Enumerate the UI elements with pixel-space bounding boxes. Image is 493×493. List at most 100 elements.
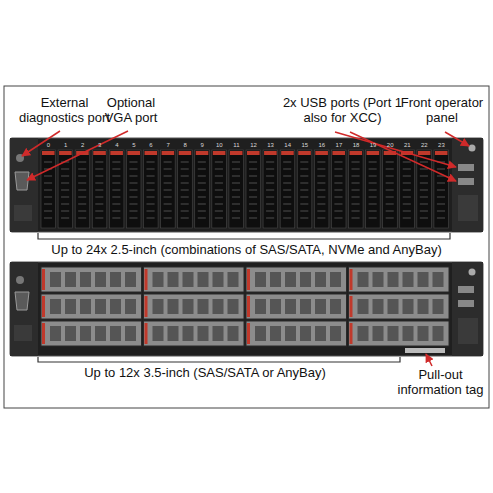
bay-grille	[283, 203, 291, 204]
drive-bay	[314, 150, 329, 228]
bay-grille	[388, 299, 399, 314]
release-tab	[42, 151, 55, 155]
bay-grille	[437, 168, 445, 169]
bay-grille	[386, 210, 394, 211]
drive-bay	[41, 294, 142, 319]
bay-grille	[213, 326, 224, 341]
bay-grille	[232, 161, 240, 162]
bay-grille	[228, 326, 239, 341]
bay-grille	[44, 175, 52, 176]
drive-bay	[331, 150, 346, 228]
bay-grille	[198, 168, 206, 169]
bay-grille	[386, 196, 394, 197]
bay-grille	[129, 182, 137, 183]
drive-bay	[246, 321, 347, 346]
bay-grille	[164, 189, 172, 190]
bay-grille	[437, 210, 445, 211]
bay-grille	[266, 182, 274, 183]
bay-grille	[352, 210, 360, 211]
bay-grille	[386, 182, 394, 183]
drive-bay	[92, 150, 107, 228]
release-tab	[179, 151, 192, 155]
bay-grille	[125, 299, 136, 314]
bay-grille	[95, 217, 103, 218]
bay-grille	[386, 175, 394, 176]
bay-grille	[283, 217, 291, 218]
bay-grille	[300, 189, 308, 190]
bay-grille	[403, 182, 411, 183]
bay-grille	[78, 182, 86, 183]
release-tab	[162, 151, 175, 155]
bay-grille	[78, 161, 86, 162]
bay-grille	[61, 189, 69, 190]
bay-grille	[352, 189, 360, 190]
bay-grille	[334, 175, 342, 176]
bay-grille	[95, 272, 106, 287]
bay-grille	[78, 196, 86, 197]
bay-grille	[181, 161, 189, 162]
bay-grille	[215, 196, 223, 197]
bay-grille	[403, 210, 411, 211]
bay-grille	[433, 272, 444, 287]
bay-grille	[153, 272, 164, 287]
bay-grille	[61, 196, 69, 197]
bay-grille	[266, 189, 274, 190]
bay-grille	[317, 161, 325, 162]
release-tab	[145, 269, 148, 290]
callout-label: Optional VGA port	[96, 96, 166, 126]
bay-grille	[403, 175, 411, 176]
bay-grille	[129, 203, 137, 204]
bay-grille	[213, 299, 224, 314]
bay-grille	[403, 196, 411, 197]
bay-number: 0	[40, 142, 57, 148]
left-ear	[10, 138, 38, 232]
bay-grille	[283, 168, 291, 169]
bay-grille	[369, 203, 377, 204]
bay-grille	[61, 182, 69, 183]
leader-line	[445, 132, 469, 146]
logo-plate	[14, 205, 32, 221]
bay-grille	[80, 326, 91, 341]
bay-number: 1	[57, 142, 74, 148]
bay-grille	[300, 168, 308, 169]
bay-number: 12	[245, 142, 262, 148]
release-tab	[418, 151, 431, 155]
bay-grille	[358, 326, 369, 341]
drive-bay	[417, 150, 432, 228]
bay-grille	[232, 175, 240, 176]
bay-number: 17	[330, 142, 347, 148]
bay-grille	[112, 196, 120, 197]
release-tab	[367, 151, 380, 155]
bay-grille	[369, 196, 377, 197]
bay-grille	[232, 168, 240, 169]
drive-bay	[144, 321, 245, 346]
bay-grille	[433, 326, 444, 341]
bay-grille	[78, 210, 86, 211]
bay-grille	[168, 299, 179, 314]
bay-grille	[317, 175, 325, 176]
bay-grille	[352, 196, 360, 197]
release-tab	[298, 151, 311, 155]
release-tab	[281, 151, 294, 155]
bay-grille	[285, 326, 296, 341]
drive-bay	[229, 150, 244, 228]
drive-bay	[349, 321, 450, 346]
bay-grille	[420, 182, 428, 183]
vga-port	[15, 172, 29, 190]
bay-grille	[112, 182, 120, 183]
drive-bay	[263, 150, 278, 228]
release-tab	[145, 151, 158, 155]
bay-grille	[112, 161, 120, 162]
bay-grille	[300, 161, 308, 162]
bay-number: 19	[365, 142, 382, 148]
bay-grille	[129, 161, 137, 162]
bay-grille	[255, 326, 266, 341]
release-tab	[59, 151, 72, 155]
bay-grille	[232, 210, 240, 211]
bay-grille	[420, 196, 428, 197]
bay-number: 2	[74, 142, 91, 148]
server-chassis	[10, 138, 483, 232]
release-tab	[247, 296, 250, 317]
bay-grille	[95, 299, 106, 314]
bay-grille	[198, 299, 209, 314]
